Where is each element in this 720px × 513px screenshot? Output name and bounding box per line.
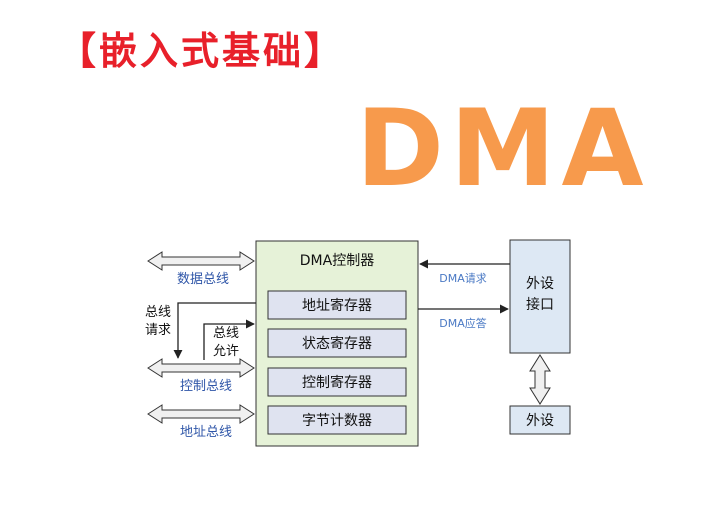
bus-request-arrow xyxy=(173,302,256,359)
page-title: 【嵌入式基础】 xyxy=(58,29,346,73)
dma-ack-label: DMA应答 xyxy=(439,316,487,330)
hero-title: DMA xyxy=(356,87,650,210)
address-bus-arrow xyxy=(147,404,255,424)
control-bus-label: 控制总线 xyxy=(180,379,232,394)
peripheral-label: 外设 xyxy=(526,413,554,429)
dma-controller-label: DMA控制器 xyxy=(300,253,374,269)
peripheral-interface-label-line1: 外设 xyxy=(526,276,554,292)
control-register: 控制寄存器 xyxy=(267,367,407,397)
data-bus-label: 数据总线 xyxy=(177,272,229,287)
bus-request-label-line1: 总线 xyxy=(145,305,171,320)
address-register: 地址寄存器 xyxy=(267,290,407,320)
byte-counter: 字节计数器 xyxy=(267,405,407,435)
peripheral-interface-box xyxy=(509,239,571,354)
peripheral-box xyxy=(509,405,571,435)
bus-grant-label-line2: 允许 xyxy=(213,343,239,359)
byte-counter-label: 字节计数器 xyxy=(302,413,372,429)
control-register-label: 控制寄存器 xyxy=(302,374,372,391)
address-bus-label: 地址总线 xyxy=(180,425,232,440)
dma-request-label: DMA请求 xyxy=(439,272,487,285)
status-register-label: 状态寄存器 xyxy=(302,335,372,352)
bus-grant-label-line1: 总线 xyxy=(213,326,239,341)
peripheral-interface-label-line2: 接口 xyxy=(526,296,554,313)
bus-grant-arrow xyxy=(203,319,255,360)
data-bus-arrow xyxy=(147,251,255,271)
status-register: 状态寄存器 xyxy=(267,328,407,358)
control-bus-arrow xyxy=(147,358,255,378)
interface-peripheral-double-arrow xyxy=(529,354,551,405)
bus-request-label-line2: 请求 xyxy=(145,323,171,338)
address-register-label: 地址寄存器 xyxy=(302,297,372,314)
